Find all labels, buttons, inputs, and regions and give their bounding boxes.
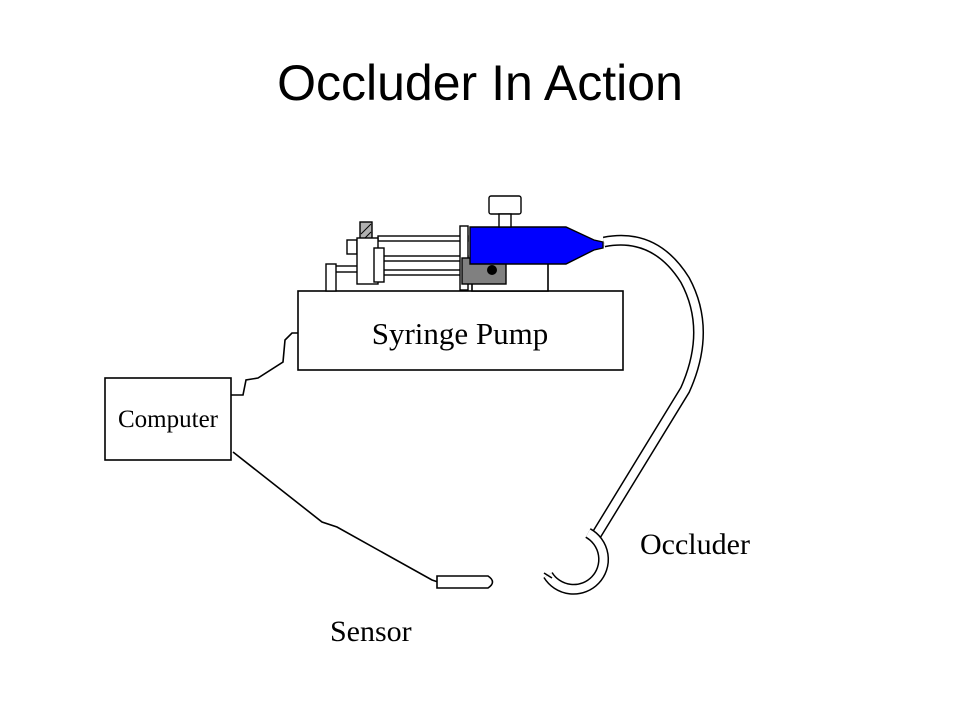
clamp-hole: [487, 265, 497, 275]
sensor-probe: [436, 575, 494, 589]
occluder-cuff-lumen: [544, 529, 608, 594]
computer-box: [104, 377, 232, 461]
occluder-tubing-lumen: [588, 236, 703, 545]
plunger-rod-bottom: [377, 269, 469, 276]
plunger-stop-block: [325, 263, 337, 292]
clamp-screw-shaft: [498, 213, 512, 228]
hatch-line: [360, 223, 372, 235]
syringe-pump-body: [297, 290, 624, 371]
plunger-rod-top: [377, 235, 469, 242]
occluder-label: Occluder: [640, 528, 750, 561]
occluder-cuff-end: [543, 572, 553, 579]
plunger-rod-middle: [377, 255, 469, 262]
computer-label: Computer: [118, 406, 219, 433]
sensor-label: Sensor: [330, 615, 412, 648]
syringe-pump-label: Syringe Pump: [372, 316, 549, 351]
clamp-screw-knob: [488, 195, 522, 215]
plunger-knob: [346, 239, 358, 255]
plunger-head-bracket: [373, 247, 385, 283]
computer-pump-cable: [231, 332, 299, 396]
syringe-barrel: [469, 226, 604, 265]
computer-sensor-cable: [232, 451, 439, 583]
slide-title: Occluder In Action: [277, 55, 683, 111]
